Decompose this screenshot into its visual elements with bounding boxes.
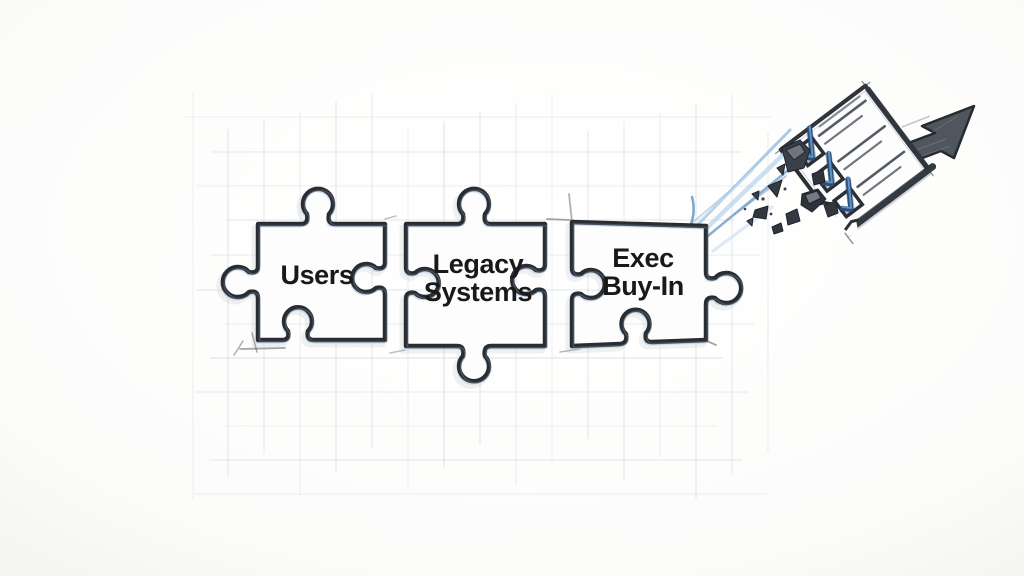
accent-stroke: [546, 218, 571, 221]
debris-speck: [783, 187, 787, 191]
arrow-hatch: [931, 115, 959, 133]
debris-fragments: [743, 139, 839, 235]
document-heavy-edge: [865, 86, 931, 172]
torn-edge: [843, 218, 860, 231]
text-line: [862, 165, 902, 196]
document-edge-overshoot: [774, 81, 871, 155]
debris-fragment: [752, 205, 769, 220]
debris-fragment: [785, 143, 806, 161]
puzzle-piece-legacy-systems: Legacy Systems: [403, 189, 548, 385]
accent-stroke: [239, 347, 286, 350]
debris-fragment: [823, 200, 839, 218]
checkmark-icon: [822, 151, 833, 184]
text-line: [843, 140, 883, 171]
debris-fragment: [746, 217, 754, 227]
accent-stroke: [568, 193, 573, 223]
document-shadow: [845, 171, 932, 238]
puzzle-piece-exec-buy-in: Exec Buy-In: [569, 222, 744, 350]
puzzle-piece-label: Legacy: [433, 249, 524, 279]
debris-fragment: [751, 190, 760, 201]
puzzle-piece-users: Users: [220, 189, 388, 344]
document-edge-overshoot: [844, 232, 854, 245]
debris-fragment: [811, 169, 826, 186]
debris-speck: [761, 197, 765, 201]
puzzle-piece-label: Users: [280, 260, 353, 290]
debris-fragment: [767, 179, 783, 198]
debris-fragment: [804, 190, 822, 205]
text-line: [856, 150, 906, 189]
accent-stroke: [384, 215, 397, 220]
document-heavy-edge: [841, 163, 937, 237]
text-line: [817, 99, 867, 137]
accent-stroke: [233, 340, 244, 356]
debris-fragment: [785, 208, 801, 226]
text-line: [837, 125, 887, 163]
checkmark-icon: [841, 176, 853, 210]
arrow-motion-line: [901, 115, 931, 128]
debris-speck: [743, 207, 747, 211]
debris-fragment: [776, 163, 786, 176]
debris-fragment: [771, 222, 784, 235]
motion-streak: [698, 169, 754, 223]
puzzle-piece-label: Buy-In: [602, 271, 684, 301]
debris-speck: [769, 212, 773, 216]
puzzle-piece-label: Exec: [612, 243, 674, 273]
puzzle-piece-label: Systems: [424, 277, 532, 307]
text-line: [818, 95, 861, 128]
checkbox-row: [831, 150, 906, 220]
motion-streak: [701, 160, 800, 242]
text-line: [824, 114, 864, 145]
